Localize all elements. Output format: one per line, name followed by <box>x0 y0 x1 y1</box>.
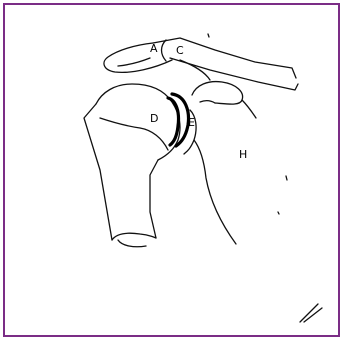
label-e: E <box>188 116 195 129</box>
label-a: A <box>150 42 158 55</box>
humerus <box>84 84 180 247</box>
label-h: H <box>239 148 247 161</box>
label-d: D <box>150 112 158 125</box>
coracoid-process <box>192 82 243 105</box>
label-c: C <box>176 44 184 57</box>
stray-marks <box>208 34 322 322</box>
